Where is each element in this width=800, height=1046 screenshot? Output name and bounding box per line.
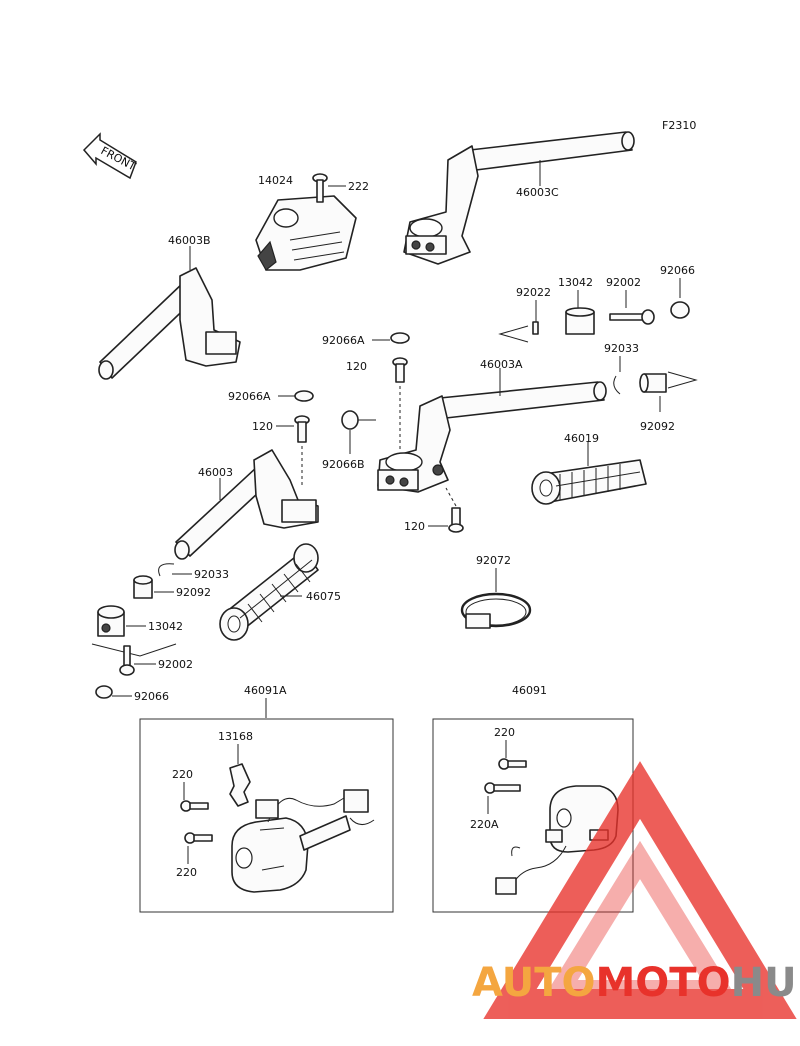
label-120-bottom: 120 [404, 520, 425, 533]
part-220-screw-a [180, 800, 209, 812]
part-220-screw-b [184, 832, 213, 844]
label-46019: 46019 [564, 432, 599, 445]
label-92092-left: 92092 [176, 586, 211, 599]
label-222: 222 [348, 180, 369, 193]
part-13042-weight-top [565, 307, 595, 335]
label-92022: 92022 [516, 286, 551, 299]
label-46003B: 46003B [168, 234, 211, 247]
part-46003B-handlebar [98, 267, 241, 380]
part-46091A-switch-housing [231, 815, 351, 893]
part-14024-bracket [255, 195, 357, 271]
part-92092-damper-left [133, 575, 153, 599]
label-92033-left: 92033 [194, 568, 229, 581]
part-92066A-washer-left [294, 390, 314, 402]
part-220-screw-c [498, 758, 527, 770]
part-92066B-cap [341, 410, 359, 430]
label-92066A-left: 92066A [228, 390, 271, 403]
part-46003C-handlebar [403, 131, 635, 265]
part-120-bolt-top [392, 357, 408, 383]
label-92066-top: 92066 [660, 264, 695, 277]
label-46075: 46075 [306, 590, 341, 603]
label-92072: 92072 [476, 554, 511, 567]
part-220A-screw [484, 782, 521, 794]
part-222-bolt [312, 173, 328, 203]
watermark-logo [483, 761, 797, 1019]
part-92033-clip-top [613, 375, 621, 395]
label-92002-left: 92002 [158, 658, 193, 671]
part-92066A-washer-top [390, 332, 410, 344]
part-92092-damper-top [639, 373, 667, 393]
part-92066-cap-top [670, 301, 690, 319]
label-220A: 220A [470, 818, 499, 831]
label-92033-top: 92033 [604, 342, 639, 355]
label-46003A: 46003A [480, 358, 523, 371]
part-92022-pin [532, 321, 539, 335]
part-46091-connector [495, 829, 567, 895]
part-13168-clamp [229, 763, 251, 807]
part-92002-screw-left [119, 645, 135, 676]
label-46091: 46091 [512, 684, 547, 697]
part-46003-handlebar [174, 449, 319, 560]
part-120-bolt-left [294, 415, 310, 443]
label-220-b: 220 [176, 866, 197, 879]
part-46091A-connector [255, 789, 375, 825]
watermark-part-moto: MOTO [596, 960, 731, 1006]
label-46003C: 46003C [516, 186, 559, 199]
part-92066-cap-left [95, 685, 113, 699]
label-220-c: 220 [494, 726, 515, 739]
label-92066A-top: 92066A [322, 334, 365, 347]
part-92072-band [460, 592, 532, 629]
part-120-bolt-bottom [448, 507, 464, 533]
watermark-text: AUTOMOTOHUB [472, 960, 800, 1006]
part-46003A-handlebar [377, 381, 607, 493]
label-92066B: 92066B [322, 458, 365, 471]
part-46075-grip [219, 543, 319, 641]
watermark-part-auto: AUTO [472, 960, 596, 1006]
label-46003: 46003 [198, 466, 233, 479]
label-14024: 14024 [258, 174, 293, 187]
watermark-part-hub: HUB [731, 960, 800, 1006]
label-13168: 13168 [218, 730, 253, 743]
part-92033-clip-left [158, 563, 175, 577]
label-120-top: 120 [346, 360, 367, 373]
label-92066-left: 92066 [134, 690, 169, 703]
label-46091A: 46091A [244, 684, 287, 697]
part-13042-weight-left [97, 605, 125, 637]
label-92002-top: 92002 [606, 276, 641, 289]
part-46019-grip [531, 459, 647, 505]
front-arrow-icon: FRONT [82, 132, 138, 180]
label-120-left: 120 [252, 420, 273, 433]
label-92092-top: 92092 [640, 420, 675, 433]
box-46091A [139, 718, 394, 913]
figure-code: F2310 [662, 119, 696, 132]
label-220-a: 220 [172, 768, 193, 781]
label-13042-left: 13042 [148, 620, 183, 633]
part-92002-screw-top [609, 309, 655, 325]
label-13042-top: 13042 [558, 276, 593, 289]
